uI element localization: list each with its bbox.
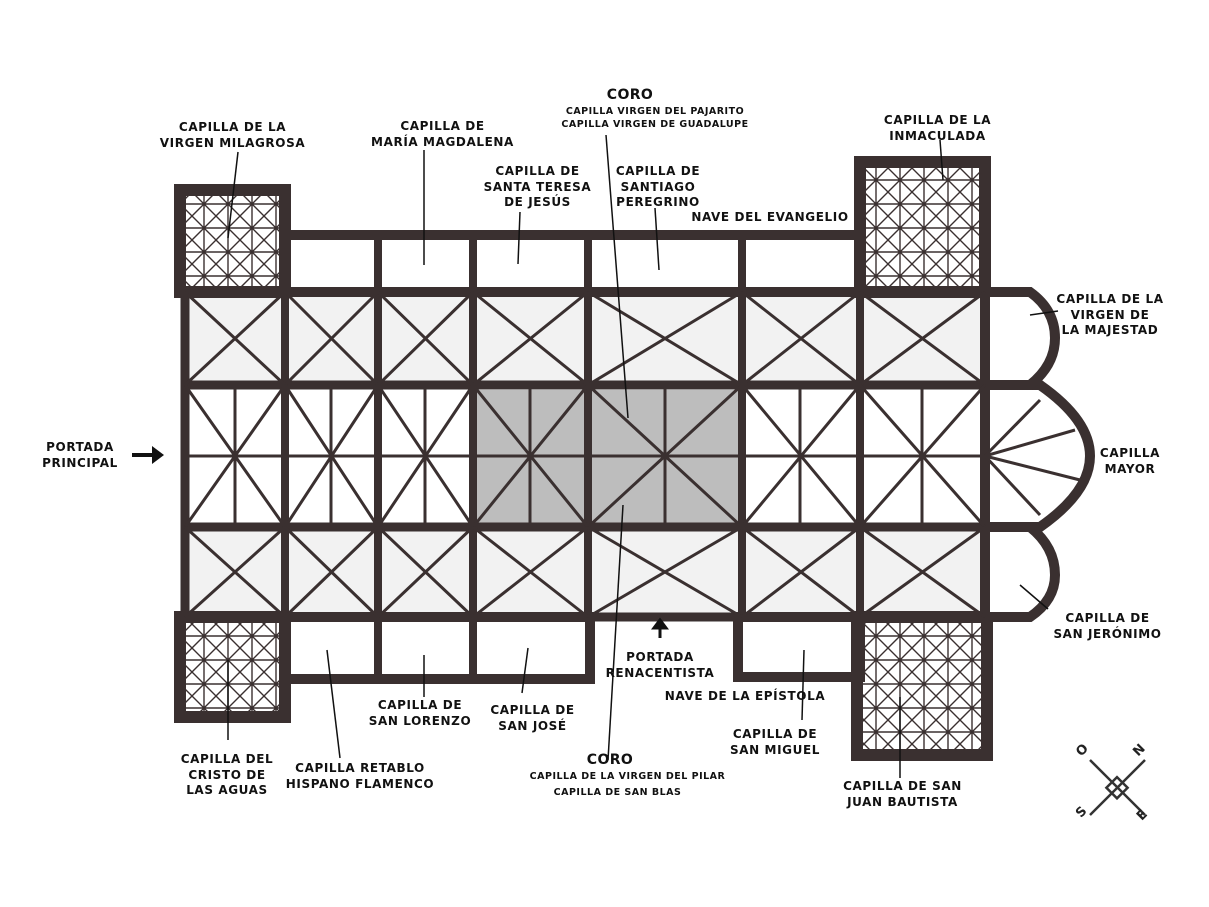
milagrosa-chapel bbox=[174, 184, 291, 298]
label-lorenzo: CAPILLA DE SAN LORENZO bbox=[368, 698, 472, 728]
label-milagrosa: CAPILLA DE LA VIRGEN MILAGROSA bbox=[159, 120, 306, 150]
label-coro-top: CORO bbox=[606, 87, 654, 103]
label-teresa: CAPILLA DE SANTA TERESA DE JESÚS bbox=[483, 164, 592, 209]
label-inmaculada: CAPILLA DE LA INMACULADA bbox=[883, 113, 992, 143]
south-chapel-miguel bbox=[733, 612, 865, 682]
label-capilla-mayor: CAPILLA MAYOR bbox=[1099, 446, 1161, 476]
label-magdalena: CAPILLA DE MARÍA MAGDALENA bbox=[371, 119, 514, 149]
label-retablo: CAPILLA RETABLO HISPANO FLAMENCO bbox=[285, 761, 435, 791]
inmaculada-chapel bbox=[854, 156, 991, 298]
north-chapels bbox=[280, 230, 865, 297]
label-miguel: CAPILLA DE SAN MIGUEL bbox=[730, 727, 820, 757]
label-coro-bottom-sub2: CAPILLA DE SAN BLAS bbox=[553, 787, 682, 798]
compass-rose bbox=[1089, 759, 1146, 816]
portada-renacentista-arrow bbox=[651, 617, 669, 638]
label-cristo: CAPILLA DEL CRISTO DE LAS AGUAS bbox=[180, 752, 274, 797]
label-nave-epistola: NAVE DE LA EPÍSTOLA bbox=[664, 689, 826, 703]
majestad-chapel bbox=[980, 287, 1061, 390]
jeronimo-chapel bbox=[980, 522, 1061, 622]
label-coro-top-sub1: CAPILLA VIRGEN DEL PAJARITO bbox=[565, 106, 745, 117]
label-majestad: CAPILLA DE LA VIRGEN DE LA MAJESTAD bbox=[1056, 292, 1164, 337]
south-chapels bbox=[280, 612, 595, 684]
cristo-chapel bbox=[174, 611, 291, 723]
label-coro-top-sub2: CAPILLA VIRGEN DE GUADALUPE bbox=[561, 119, 749, 130]
juan-chapel bbox=[851, 611, 993, 761]
apse bbox=[980, 380, 1096, 532]
label-jose: CAPILLA DE SAN JOSÉ bbox=[490, 703, 575, 733]
label-santiago: CAPILLA DE SANTIAGO PEREGRINO bbox=[615, 164, 701, 209]
portada-principal-arrow bbox=[132, 446, 164, 464]
label-portada-renacentista: PORTADA RENACENTISTA bbox=[605, 650, 715, 680]
label-portada-principal: PORTADA PRINCIPAL bbox=[42, 440, 118, 470]
label-coro-bottom: CORO bbox=[586, 752, 634, 768]
label-coro-bottom-sub1: CAPILLA DE LA VIRGEN DEL PILAR bbox=[529, 771, 726, 782]
label-jeronimo: CAPILLA DE SAN JERÓNIMO bbox=[1053, 611, 1162, 641]
label-nave-evangelio: NAVE DEL EVANGELIO bbox=[691, 210, 849, 224]
label-juan: CAPILLA DE SAN JUAN BAUTISTA bbox=[843, 779, 962, 809]
